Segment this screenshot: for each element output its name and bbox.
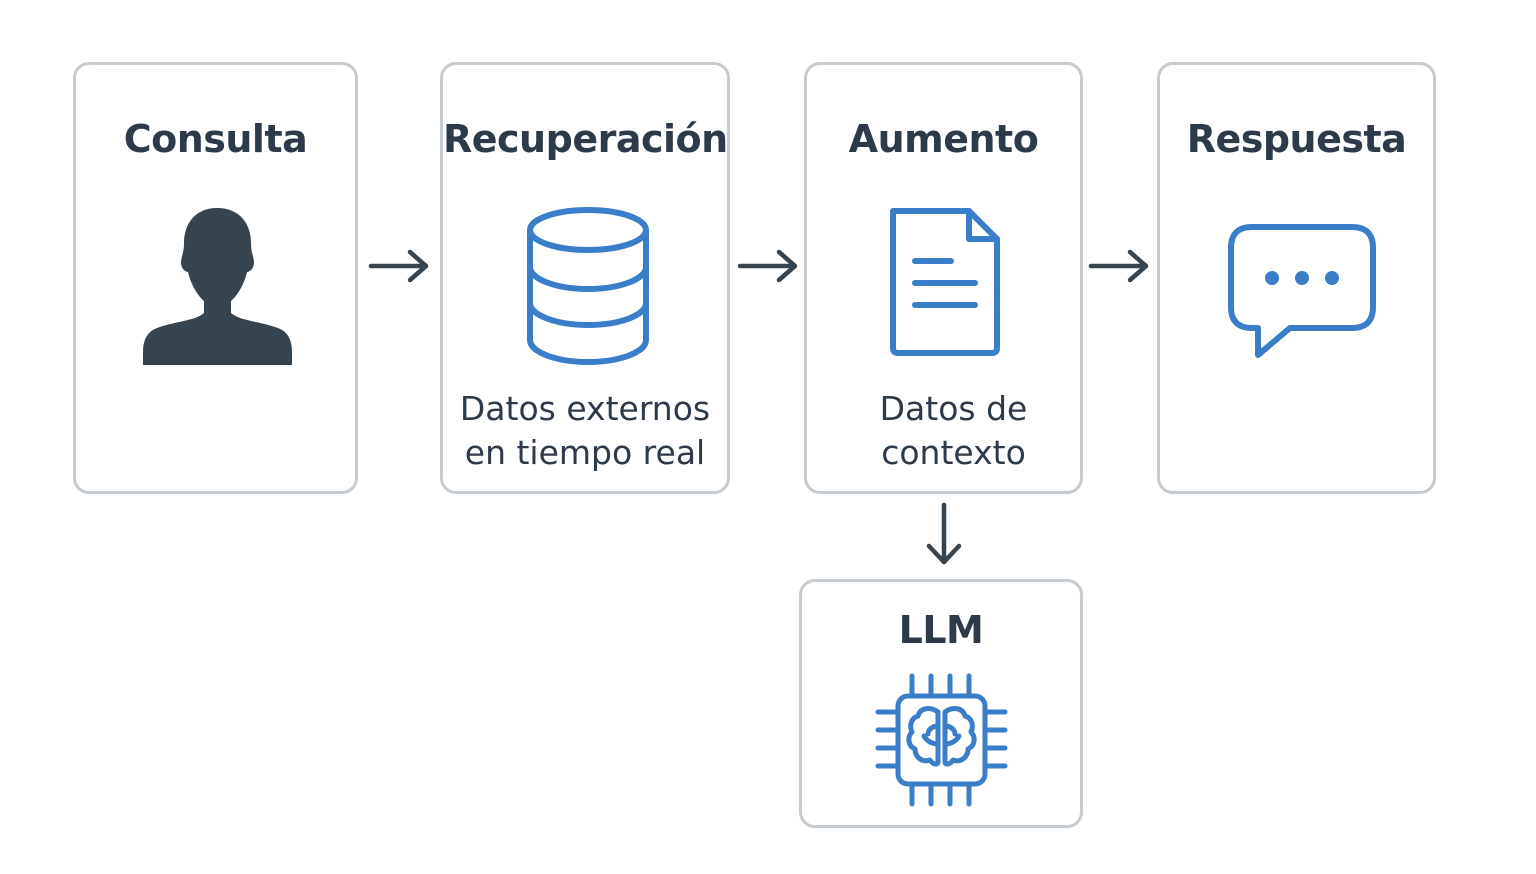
node-subtitle: Datos externos en tiempo real: [443, 387, 727, 475]
subtitle-line: Datos externos: [459, 389, 711, 428]
brain-chip-icon: [875, 673, 1008, 807]
node-title: Respuesta: [1186, 117, 1407, 161]
database-icon: [527, 207, 649, 366]
subtitle-line: en tiempo real: [464, 433, 706, 472]
node-recuperacion: Recuperación Datos externos en tiempo re…: [440, 62, 730, 494]
node-title: Consulta: [123, 117, 308, 161]
node-title: LLM: [898, 608, 984, 652]
node-consulta: Consulta: [73, 62, 358, 494]
arrow-right: [1088, 249, 1149, 283]
node-title: Aumento: [848, 117, 1039, 161]
arrow-right: [737, 249, 798, 283]
node-title: Recuperación: [443, 117, 728, 161]
arrow-right: [368, 249, 429, 283]
user-icon: [143, 208, 292, 365]
document-icon: [890, 208, 1000, 356]
subtitle-line: contexto: [881, 433, 1026, 472]
arrow-down: [926, 502, 962, 565]
node-respuesta: Respuesta: [1157, 62, 1436, 494]
node-aumento: Aumento Datos de contexto: [804, 62, 1083, 494]
node-llm: LLM: [799, 579, 1083, 828]
chat-bubble-icon: [1228, 224, 1376, 358]
node-subtitle: Datos de contexto: [827, 387, 1080, 475]
subtitle-line: Datos de: [879, 389, 1028, 428]
